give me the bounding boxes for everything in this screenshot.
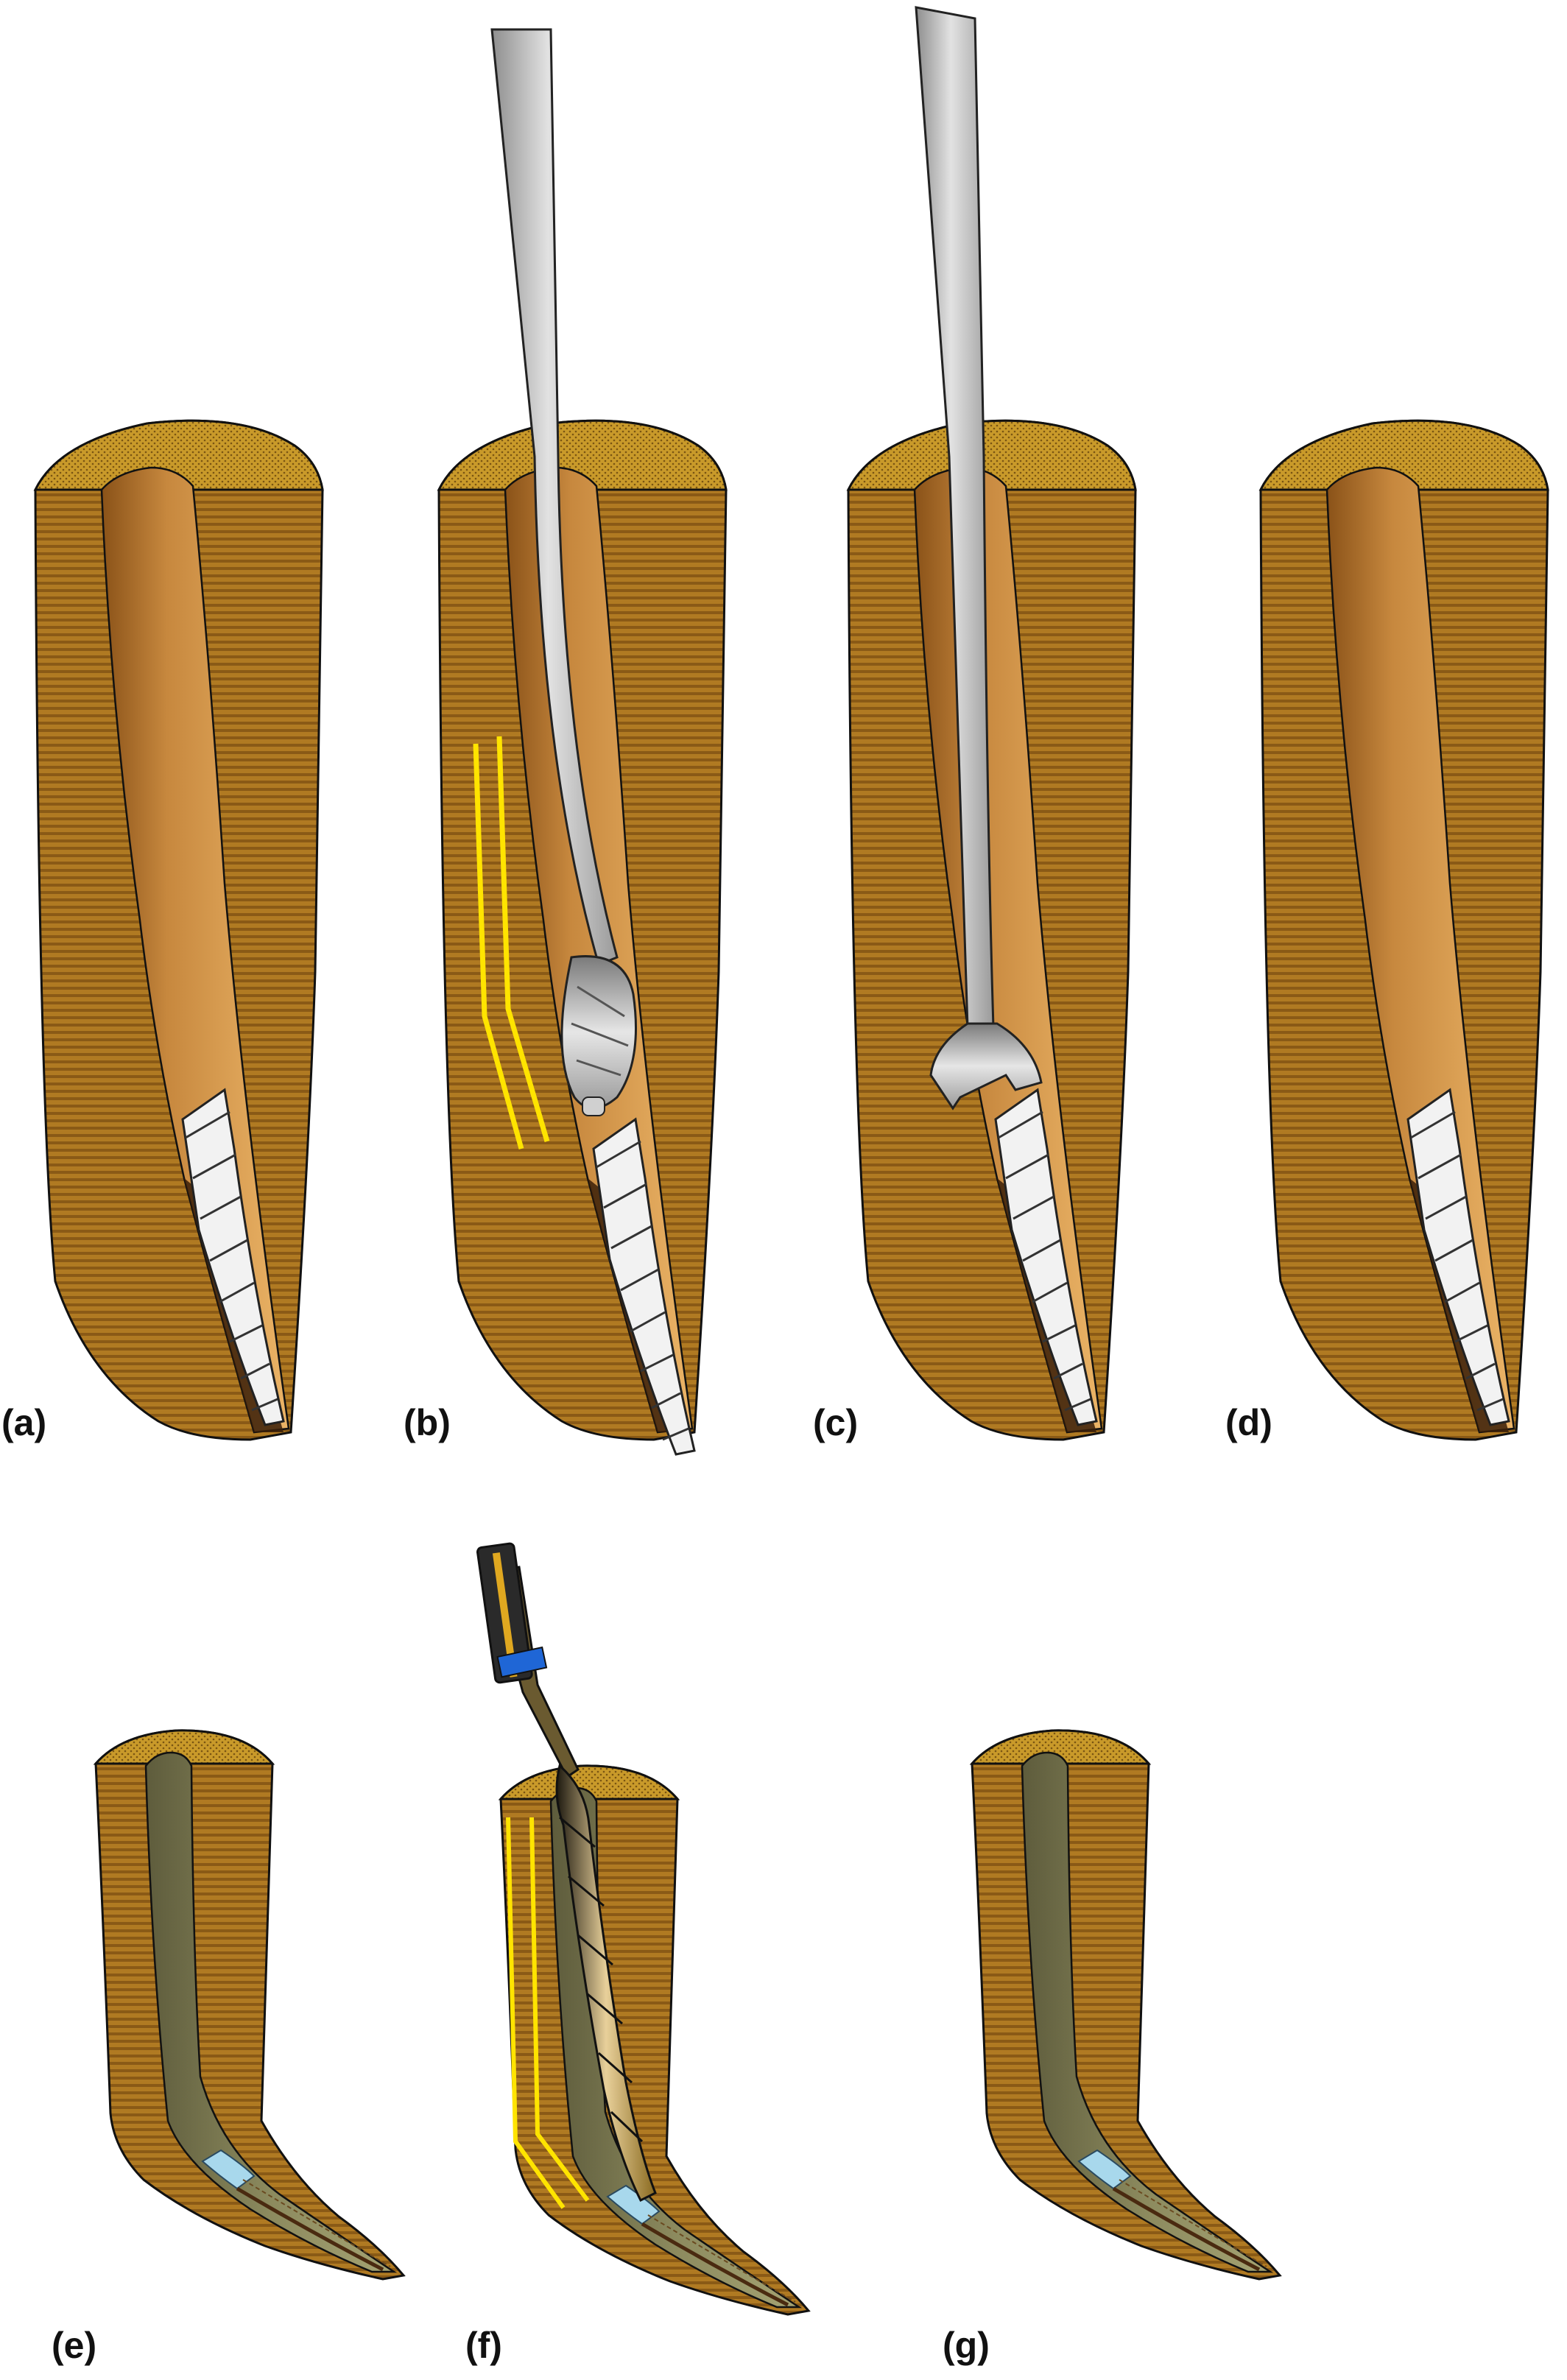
tooth-root-d — [1259, 419, 1549, 1441]
panel-a-diagram — [34, 419, 324, 1441]
panel-label-b: (b) — [404, 1402, 451, 1443]
panel-f-diagram — [476, 1542, 809, 2314]
panel-b-diagram — [437, 28, 728, 1456]
panel-label-d: (d) — [1225, 1402, 1272, 1443]
guide-lines-f — [506, 1817, 590, 2209]
bur-instrument — [490, 28, 637, 1116]
panel-label-c: (c) — [813, 1402, 859, 1443]
guide-lines-b — [473, 736, 550, 1149]
rotary-drill-instrument — [476, 1542, 657, 2203]
panel-label-a: (a) — [1, 1402, 47, 1443]
panel-g-diagram — [972, 1731, 1280, 2279]
panel-label-f: (f) — [465, 2325, 502, 2366]
panel-c-diagram — [847, 6, 1137, 1441]
panel-label-g: (g) — [943, 2325, 990, 2366]
panel-d-diagram — [1259, 419, 1549, 1441]
tooth-root-c — [847, 419, 1137, 1441]
curved-root-f — [501, 1766, 809, 2314]
tooth-root-a — [34, 419, 324, 1441]
curved-root-g — [972, 1731, 1280, 2279]
curved-root-e — [96, 1731, 404, 2279]
panel-e-diagram — [96, 1731, 404, 2279]
trephine-instrument — [915, 6, 1043, 1110]
panel-label-e: (e) — [52, 2325, 97, 2366]
